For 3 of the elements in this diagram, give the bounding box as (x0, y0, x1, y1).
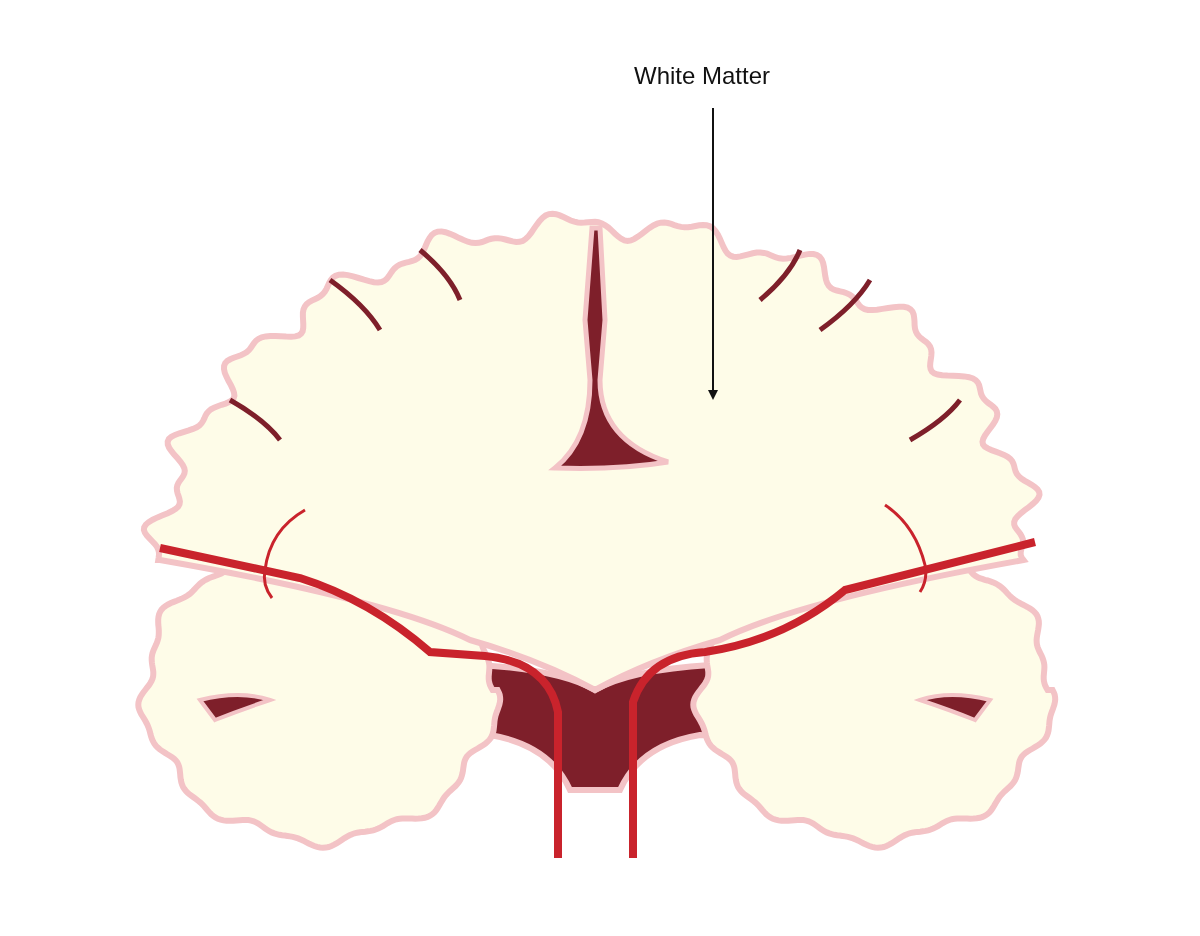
brain-section-drawing (135, 210, 1059, 858)
leader-arrow (708, 107, 718, 400)
label-text: White Matter (634, 62, 771, 90)
